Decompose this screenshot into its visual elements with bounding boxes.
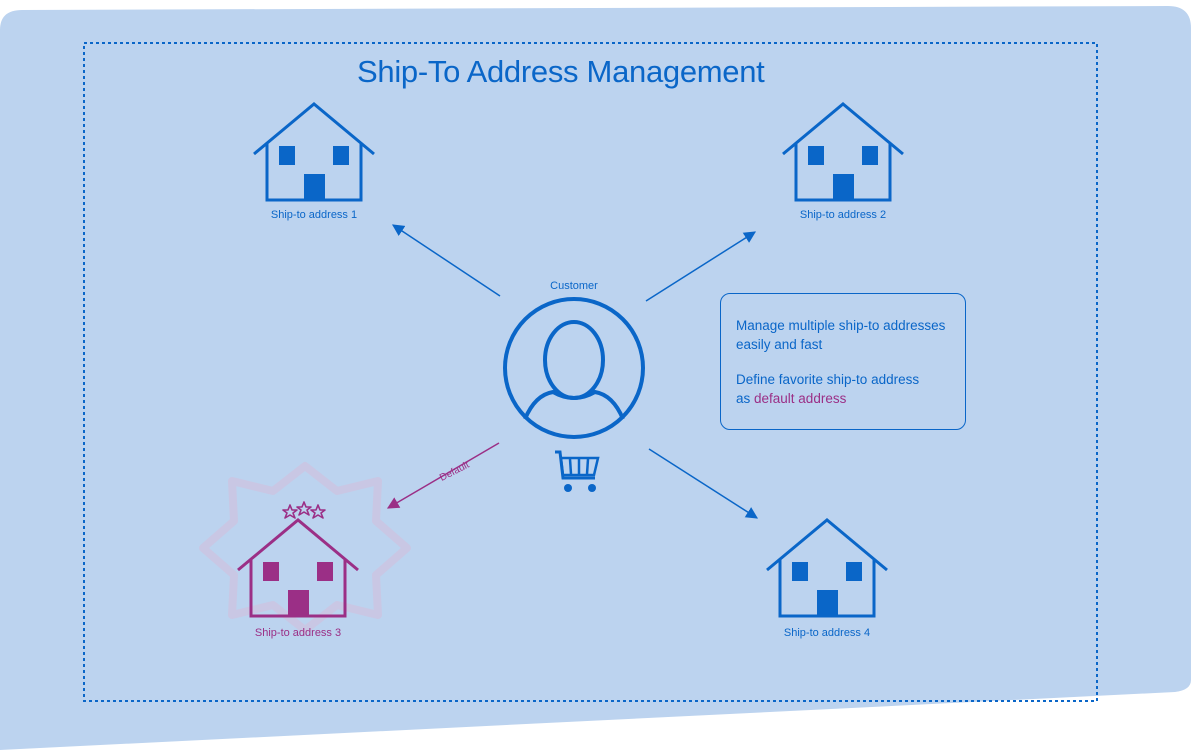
arrow-address-1 <box>392 224 501 297</box>
cart-icon <box>555 450 600 492</box>
address-label-2: Ship-to address 2 <box>799 209 887 221</box>
info-line-2: easily and fast <box>736 337 823 352</box>
info-paragraph-1: Manage multiple ship-to addresses easily… <box>736 316 965 354</box>
user-icon <box>503 297 645 439</box>
arrow-address-4 <box>648 448 759 519</box>
arrow-address-2 <box>645 231 757 302</box>
page-title: Ship-To Address Management <box>357 54 765 89</box>
stars <box>282 501 326 519</box>
info-line-1: Manage multiple ship-to addresses <box>736 318 946 333</box>
dotted-frame <box>83 42 1098 702</box>
info-paragraph-2: Define favorite ship-to address as defau… <box>736 370 965 408</box>
star-icon <box>282 504 298 519</box>
address-label-3: Ship-to address 3 <box>254 627 342 639</box>
info-line-4-prefix: as <box>736 391 755 406</box>
info-line-3: Define favorite ship-to address <box>736 372 920 387</box>
info-line-4-highlight: default address <box>754 391 847 406</box>
customer-label: Customer <box>550 280 598 292</box>
info-box: Manage multiple ship-to addresses easily… <box>720 293 966 430</box>
address-label-1: Ship-to address 1 <box>270 209 358 221</box>
star-icon <box>310 504 326 519</box>
badge-icon <box>199 462 411 634</box>
background-panel <box>0 6 1191 750</box>
arrow-address-3-default <box>386 442 500 509</box>
star-icon <box>296 501 312 516</box>
address-label-4: Ship-to address 4 <box>783 627 871 639</box>
